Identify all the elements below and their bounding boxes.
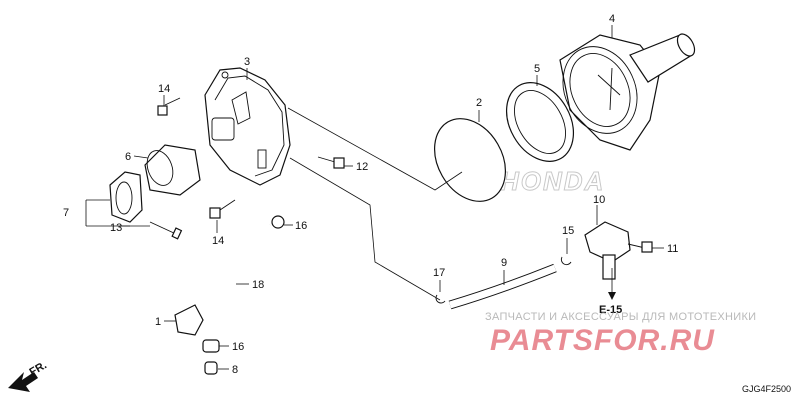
watermark-logo: PARTSFOR.RU: [490, 324, 715, 357]
part-18-drain-hose: [197, 224, 273, 321]
reference-e15: E-15: [599, 304, 622, 316]
part-10-joint: [584, 221, 631, 280]
part-8-cap: [204, 361, 218, 375]
callout-numbers: 1 2 3 4 5 6 7 8 9 10 11 12 13 14 14 15 1…: [63, 13, 678, 376]
part-9-breather-hose: [448, 263, 557, 310]
part-5-seal-ring: [505, 82, 575, 162]
callout-4: 4: [609, 13, 615, 25]
callout-2: 2: [476, 97, 482, 109]
callout-17: 17: [433, 267, 445, 279]
callout-5: 5: [534, 63, 540, 75]
part-17-clip: [435, 294, 446, 304]
part-14-bolt-top: [157, 97, 181, 116]
callout-14-lower: 14: [212, 235, 224, 247]
callout-9: 9: [501, 257, 507, 269]
part-2-filter-element: [434, 118, 506, 202]
part-1-clamp: [174, 304, 204, 336]
callout-15: 15: [562, 225, 574, 237]
part-12-bolt: [317, 156, 345, 169]
callout-3: 3: [244, 56, 250, 68]
callout-12: 12: [356, 161, 368, 173]
honda-brand-mark: HONDA: [500, 166, 605, 196]
part-16-clip-upper: [271, 215, 285, 229]
callout-11: 11: [667, 243, 678, 255]
part-11-bolt: [627, 241, 653, 253]
callout-13: 13: [110, 222, 122, 234]
watermark-text: ЗАПЧАСТИ И АКСЕССУАРЫ ДЛЯ МОТОТЕХНИКИ: [485, 311, 756, 323]
callout-16-upper: 16: [295, 220, 307, 232]
part-13-screw: [149, 221, 183, 240]
callout-1: 1: [155, 316, 161, 328]
front-direction-arrow: FR.: [8, 359, 49, 392]
part-16-clip-lower: [202, 339, 220, 353]
diagram-code: GJG4F2500: [742, 384, 791, 394]
part-3-cover: [204, 67, 291, 186]
part-15-clip: [560, 256, 572, 266]
part-14-bolt-lower: [209, 199, 236, 219]
fr-label: FR.: [28, 359, 49, 378]
part-6-joint: [144, 144, 201, 196]
callout-8: 8: [232, 364, 238, 376]
part-4-air-cleaner-case: [559, 33, 696, 151]
callout-10: 10: [593, 194, 605, 206]
callout-6: 6: [125, 151, 131, 163]
callout-14-top: 14: [158, 83, 170, 95]
part-7-band: [109, 171, 143, 223]
callout-16-lower: 16: [232, 341, 244, 353]
leader-lines: [85, 107, 616, 301]
callout-18: 18: [252, 279, 264, 291]
callout-7: 7: [63, 207, 69, 219]
